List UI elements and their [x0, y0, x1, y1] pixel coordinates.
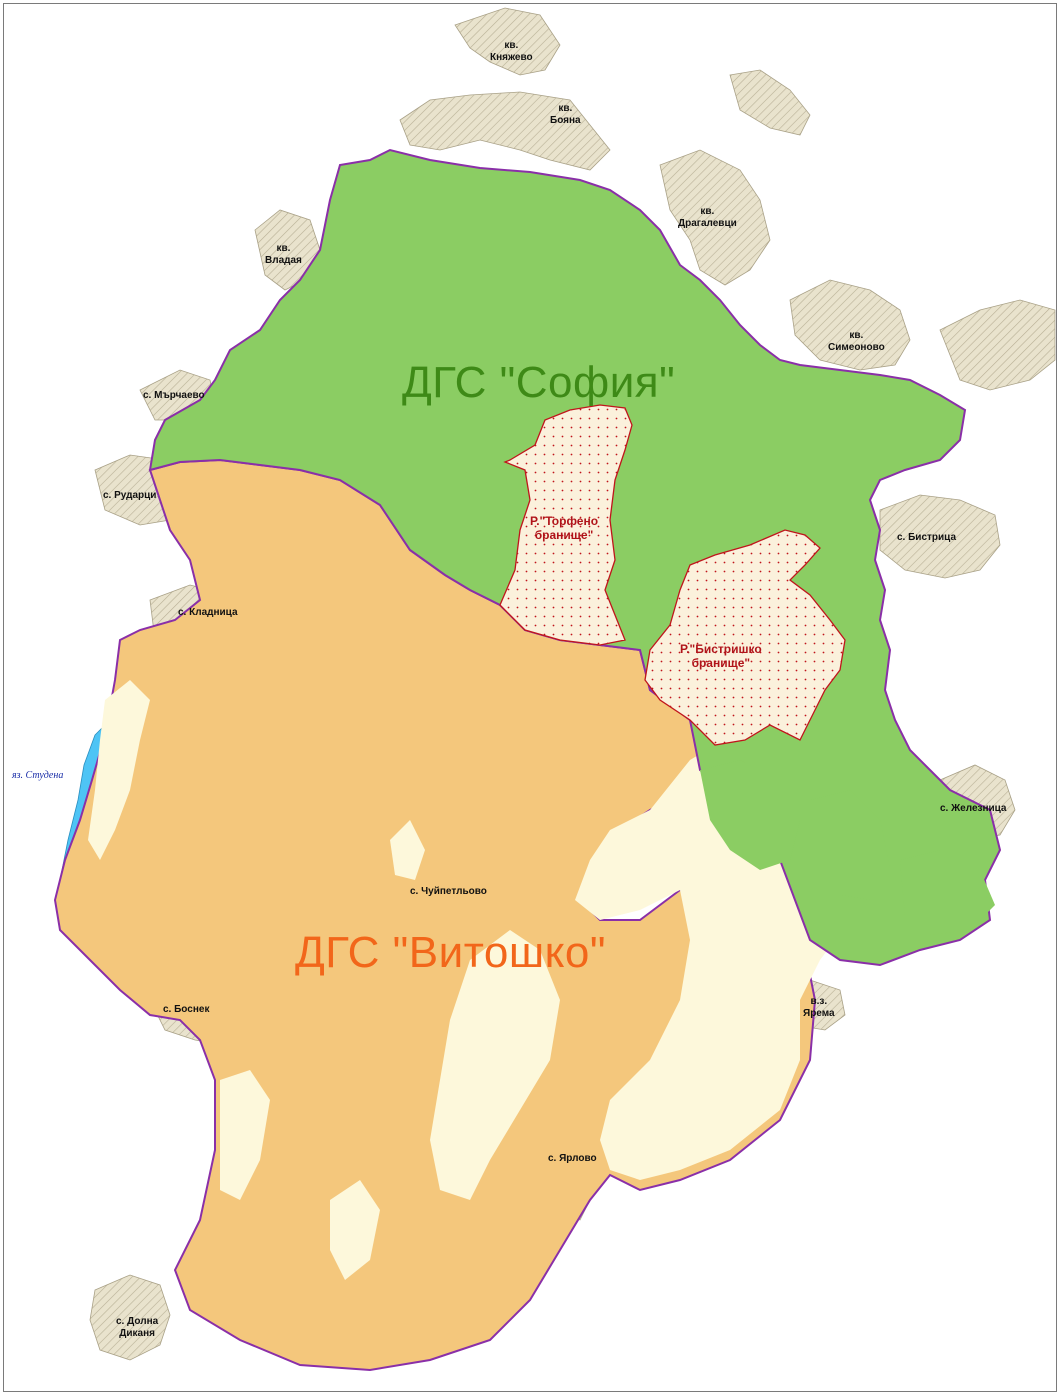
- open-land-south: [430, 930, 560, 1200]
- sofia-forest-patches: [700, 760, 995, 935]
- settlement-dragalevtsi-area: [659, 149, 771, 286]
- reserve-torfeno-area: [499, 404, 633, 646]
- settlement-ne-strip: [729, 69, 811, 136]
- settlement-label-yarlovo: с. Ярлово: [548, 1153, 597, 1164]
- settlement-label-zheleznitsa: с. Железница: [940, 803, 1007, 814]
- settlement-boyana-area: [399, 91, 611, 171]
- settlement-label-bosnek: с. Боснек: [163, 1004, 210, 1015]
- settlement-simeonovo-area: [789, 279, 911, 371]
- settlement-label-rudartsi: с. Рударци: [103, 490, 157, 501]
- settlement-label-knyazhevo: кв.Княжево: [490, 40, 533, 63]
- settlement-label-chuypetlovo: с. Чуйпетльово: [410, 886, 487, 897]
- reserve-bistrishko-area: [644, 529, 846, 746]
- settlement-label-bistritsa: с. Бистрица: [897, 532, 956, 543]
- lake-label: яз. Студена: [12, 770, 64, 781]
- open-land-mid: [330, 1180, 380, 1280]
- open-land-sw: [220, 1070, 270, 1200]
- settlement-bistritsa-area: [879, 494, 1001, 579]
- region-label-vitoshko: ДГС "Витошко": [295, 928, 606, 977]
- open-land-center: [390, 820, 425, 880]
- settlement-knyazhevo-area: [454, 7, 561, 76]
- settlement-label-vladaya: кв.Владая: [265, 243, 302, 266]
- settlement-east-area: [939, 299, 1056, 391]
- settlement-label-boyana: кв.Бояна: [550, 103, 581, 126]
- settlement-label-kladnitsa: с. Кладница: [178, 607, 238, 618]
- settlement-label-simeonovo: кв.Симеоново: [828, 330, 885, 353]
- open-land-west: [88, 680, 150, 860]
- settlement-label-dragalevtsi: кв.Драгалевци: [678, 206, 737, 229]
- settlement-label-marchaevo: с. Мърчаево: [143, 390, 205, 401]
- settlement-label-yarema: в.з.Ярема: [803, 996, 835, 1019]
- region-label-sofia: ДГС "София": [402, 358, 676, 407]
- settlement-dikanya-area: [89, 1274, 171, 1361]
